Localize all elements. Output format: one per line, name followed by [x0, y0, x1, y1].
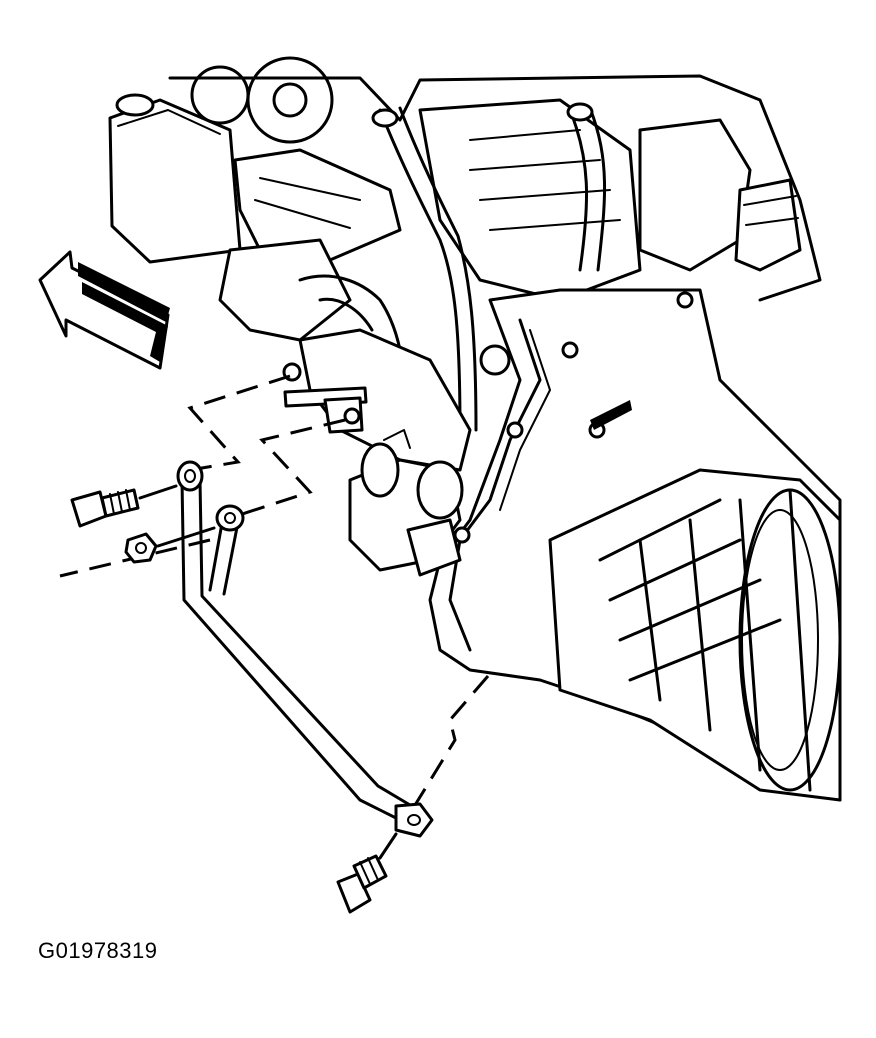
brace-upper-nut — [124, 526, 216, 564]
brace-rod — [176, 460, 434, 838]
brace-lower-bolt — [336, 832, 398, 914]
transmission-housing — [428, 288, 842, 802]
starter-motor — [348, 429, 464, 577]
engine-block — [108, 56, 822, 472]
brace-upper-mount — [282, 362, 368, 434]
brace-upper-bolt — [70, 484, 178, 528]
figure-code: G01978319 — [38, 938, 158, 963]
front-direction-arrow-icon — [38, 250, 170, 370]
